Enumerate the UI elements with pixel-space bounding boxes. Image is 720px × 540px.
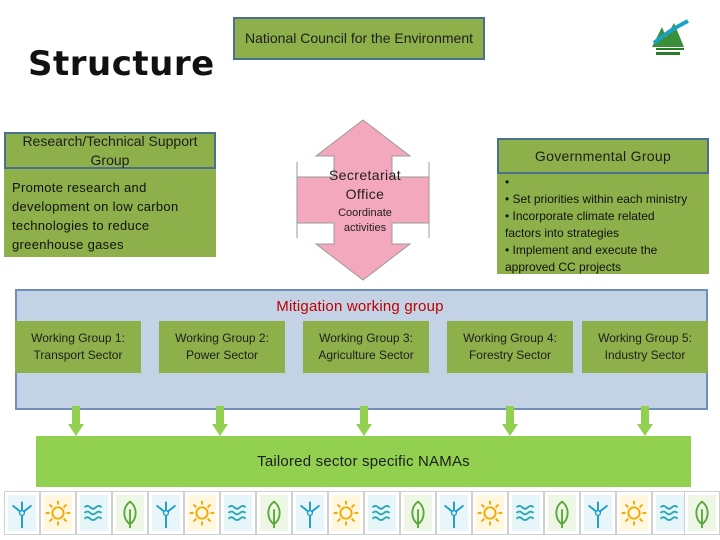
secretariat-title: Secretariat Office xyxy=(328,167,402,202)
ministry-logo-icon xyxy=(644,13,692,61)
namas-label: Tailored sector specific NAMAs xyxy=(257,453,470,470)
governmental-item: • Implement and execute the xyxy=(505,243,658,257)
down-arrow-icon xyxy=(637,406,653,436)
water-waves-icon xyxy=(508,491,544,535)
working-group-3-box: Working Group 3: Agriculture Sector xyxy=(303,321,429,373)
working-group-name: Working Group 5: xyxy=(598,331,692,345)
sun-icon xyxy=(328,491,364,535)
working-group-name: Working Group 4: xyxy=(463,331,557,345)
leaf-icon xyxy=(544,491,580,535)
working-group-name: Working Group 2: xyxy=(175,331,269,345)
water-waves-icon xyxy=(220,491,256,535)
governmental-group-header: Governmental Group xyxy=(497,138,709,174)
governmental-group-title: Governmental Group xyxy=(534,148,672,164)
research-group-header: Research/Technical Support Group xyxy=(4,132,216,169)
page-title: Structure xyxy=(28,44,215,84)
governmental-item: • xyxy=(505,175,510,189)
secretariat-four-way-arrow xyxy=(296,119,430,281)
working-group-name: Working Group 3: xyxy=(319,331,413,345)
working-group-sector: Agriculture Sector xyxy=(318,348,414,362)
leaf-icon xyxy=(684,491,720,535)
working-group-sector: Forestry Sector xyxy=(468,348,551,362)
secretariat-subtitle: Coordinate activities xyxy=(338,207,392,234)
mitigation-group-title: Mitigation working group xyxy=(276,298,444,315)
sun-icon xyxy=(616,491,652,535)
governmental-item: • Incorporate climate related xyxy=(505,209,655,223)
down-arrow-icon xyxy=(212,406,228,436)
governmental-item: factors into strategies xyxy=(505,226,620,240)
sun-icon xyxy=(472,491,508,535)
working-group-2-box: Working Group 2: Power Sector xyxy=(159,321,285,373)
working-group-4-box: Working Group 4: Forestry Sector xyxy=(447,321,573,373)
water-waves-icon xyxy=(364,491,400,535)
wind-turbine-icon xyxy=(292,491,328,535)
working-group-sector: Transport Sector xyxy=(33,348,123,362)
water-waves-icon xyxy=(652,491,688,535)
wind-turbine-icon xyxy=(580,491,616,535)
governmental-item: • Set priorities within each ministry xyxy=(505,192,688,206)
governmental-item: approved CC projects xyxy=(505,260,622,274)
leaf-icon xyxy=(256,491,292,535)
working-group-sector: Power Sector xyxy=(185,348,258,362)
working-group-name: Working Group 1: xyxy=(31,331,125,345)
working-group-1-box: Working Group 1: Transport Sector xyxy=(15,321,141,373)
research-group-title: Research/Technical Support Group xyxy=(22,132,198,168)
water-waves-icon xyxy=(76,491,112,535)
council-label: National Council for the Environment xyxy=(244,30,473,46)
governmental-group-body: • • Set priorities within each ministry … xyxy=(497,174,709,274)
leaf-icon xyxy=(400,491,436,535)
wind-turbine-icon xyxy=(4,491,40,535)
research-group-body: Promote research and development on low … xyxy=(4,169,216,257)
leaf-icon xyxy=(112,491,148,535)
council-box: National Council for the Environment xyxy=(233,17,485,60)
wind-turbine-icon xyxy=(148,491,184,535)
wind-turbine-icon xyxy=(436,491,472,535)
sun-icon xyxy=(184,491,220,535)
down-arrow-icon xyxy=(502,406,518,436)
namas-box: Tailored sector specific NAMAs xyxy=(36,436,691,487)
working-group-5-box: Working Group 5: Industry Sector xyxy=(582,321,708,373)
down-arrow-icon xyxy=(68,406,84,436)
down-arrow-icon xyxy=(356,406,372,436)
working-group-sector: Industry Sector xyxy=(604,348,686,362)
sun-icon xyxy=(40,491,76,535)
